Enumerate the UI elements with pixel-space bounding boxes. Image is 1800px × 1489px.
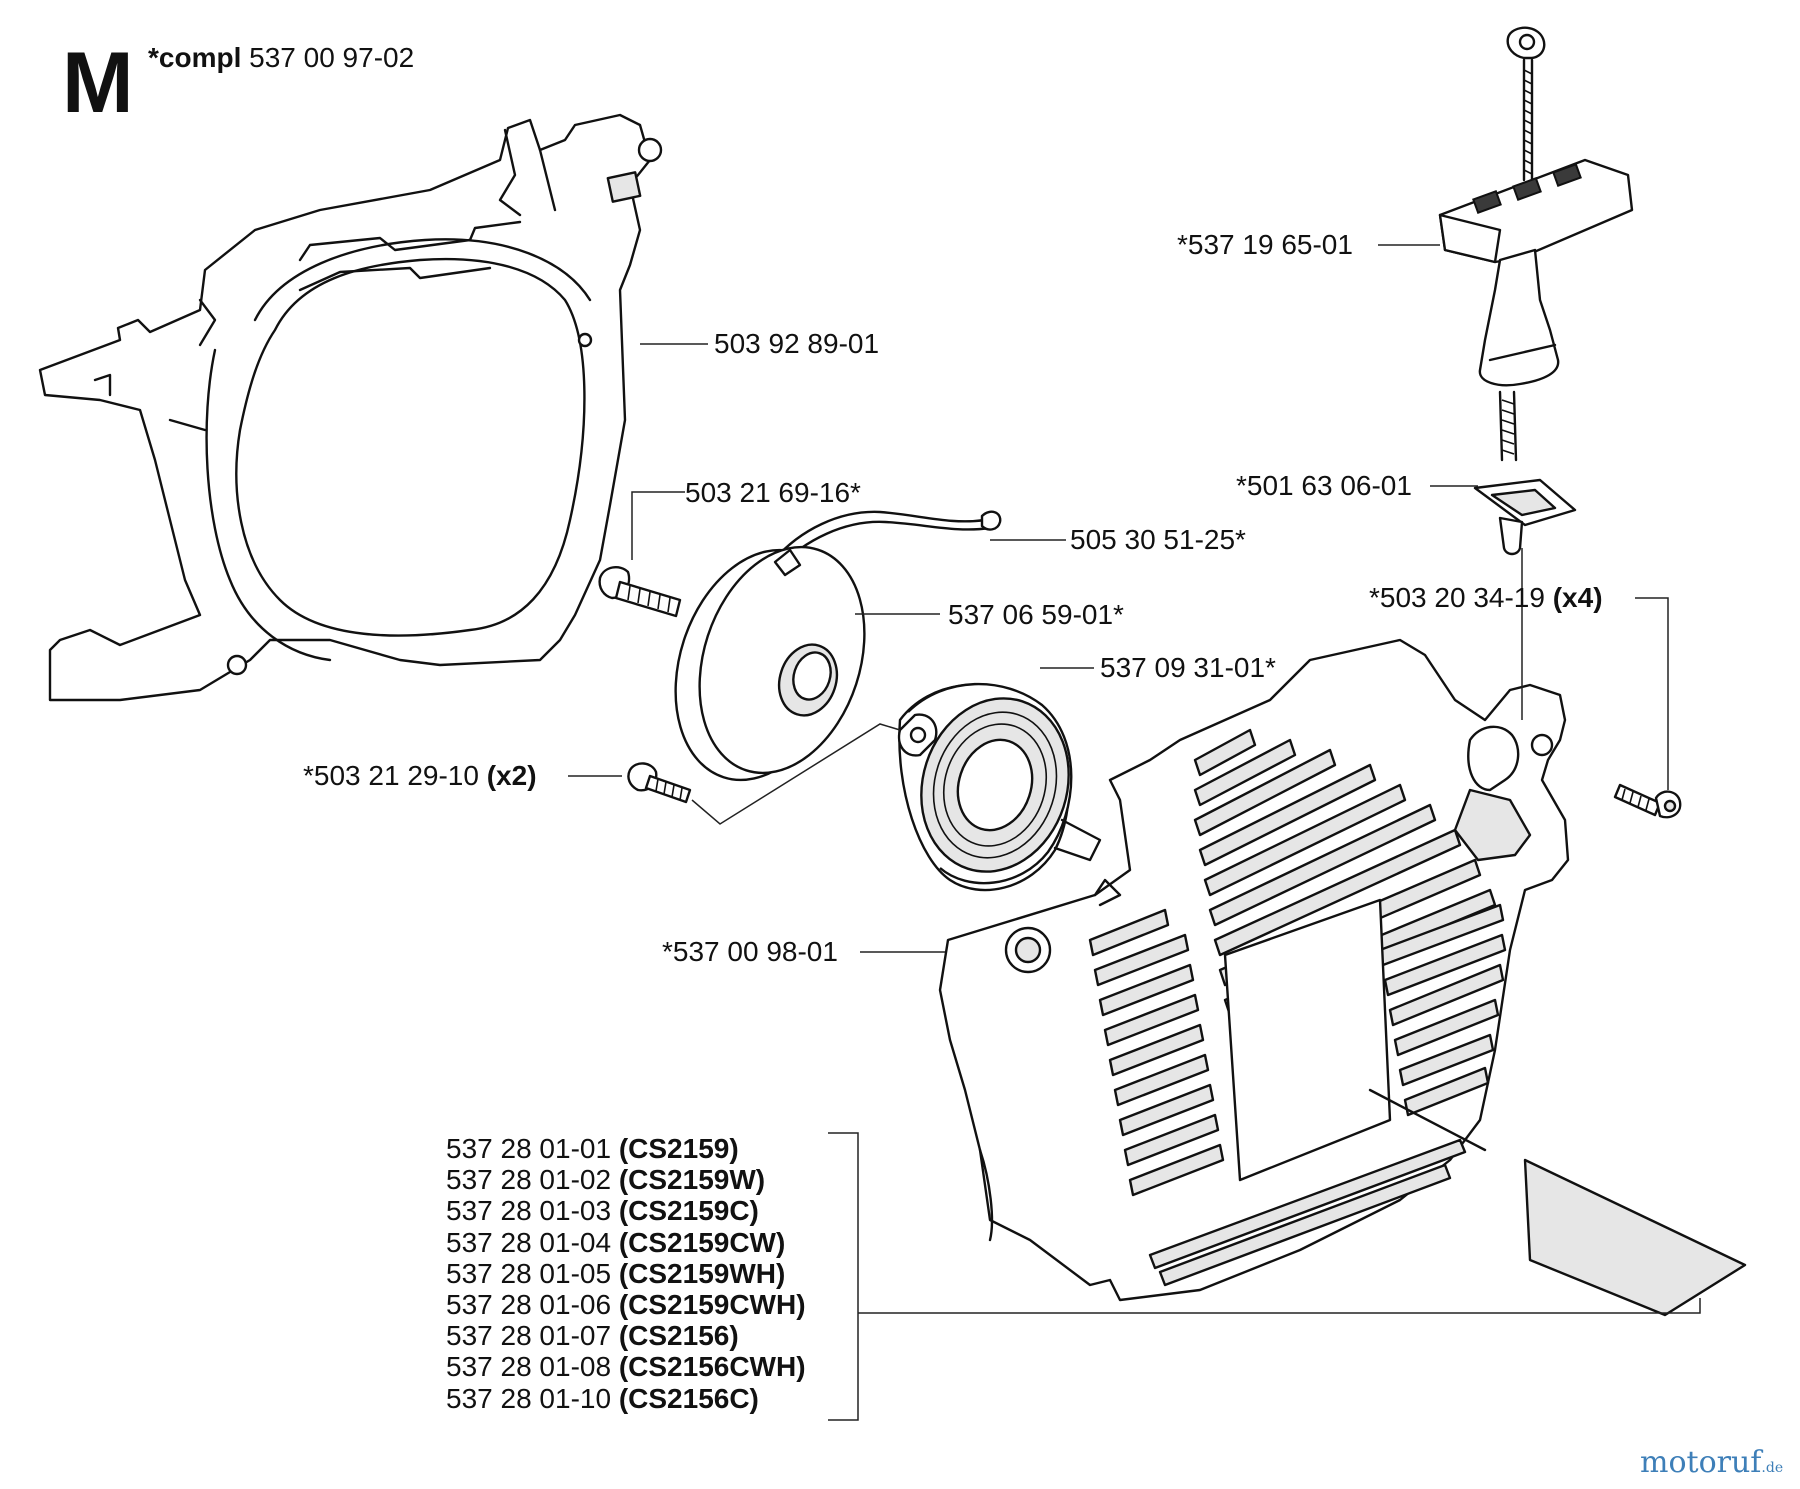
variant-model: (CS2159CW) [618, 1226, 786, 1258]
variant-row: 537 28 01-03 (CS2159C) [446, 1195, 806, 1226]
watermark-text: motoruf [1640, 1445, 1762, 1480]
recoil-spring-part [897, 682, 1102, 892]
variants-list: 537 28 01-01 (CS2159) 537 28 01-02 (CS21… [446, 1133, 806, 1414]
rope-pulley-part [674, 545, 866, 782]
leader-line [858, 1298, 1701, 1314]
watermark-logo: motoruf.de [1640, 1446, 1783, 1485]
cover-screw-part [1613, 783, 1682, 819]
rope-guide-part [1473, 478, 1577, 556]
part-label: *537 00 98-01 [662, 936, 838, 968]
variants-bracket [828, 1132, 859, 1421]
variant-row: 537 28 01-10 (CS2156C) [446, 1383, 806, 1414]
part-number: *537 19 65-01 [1177, 229, 1353, 260]
variant-row: 537 28 01-06 (CS2159CWH) [446, 1289, 806, 1320]
part-label: 505 30 51-25* [1070, 524, 1246, 556]
leader-line [691, 723, 901, 825]
variant-number: 537 28 01-08 [446, 1351, 612, 1383]
watermark-tld: .de [1761, 1460, 1784, 1476]
variant-row: 537 28 01-01 (CS2159) [446, 1133, 806, 1164]
part-label: *503 20 34-19 (x4) [1369, 582, 1603, 614]
part-number: 505 30 51-25* [1070, 524, 1246, 555]
section-letter: M [62, 35, 134, 131]
part-number: 503 92 89-01 [714, 328, 880, 359]
variant-row: 537 28 01-08 (CS2156CWH) [446, 1351, 806, 1382]
part-label: 503 21 69-16* [685, 477, 861, 509]
variant-number: 537 28 01-07 [446, 1320, 612, 1352]
assembly-label: *compl 537 00 97-02 [148, 42, 414, 74]
variant-number: 537 28 01-02 [446, 1164, 612, 1196]
assembly-number: 537 00 97-02 [249, 42, 415, 73]
part-label: *537 19 65-01 [1177, 229, 1353, 261]
variant-number: 537 28 01-03 [446, 1195, 612, 1227]
variant-number: 537 28 01-04 [446, 1226, 612, 1258]
part-label: 503 92 89-01 [714, 328, 879, 360]
variant-model: (CS2159C) [618, 1195, 759, 1227]
part-label: *501 63 06-01 [1236, 470, 1412, 502]
variant-number: 537 28 01-06 [446, 1289, 612, 1321]
starter-cover-part [938, 638, 1570, 1302]
variant-row: 537 28 01-02 (CS2159W) [446, 1164, 806, 1195]
part-label: 537 06 59-01* [948, 599, 1124, 631]
part-quantity: (x2) [486, 760, 537, 791]
pulley-screw-part [627, 762, 692, 804]
variant-model: (CS2156CWH) [618, 1351, 806, 1383]
decal-part [1523, 1158, 1747, 1317]
leader-line [1635, 597, 1669, 790]
part-label: 537 09 31-01* [1100, 652, 1276, 684]
part-number: *501 63 06-01 [1236, 470, 1412, 501]
variant-row: 537 28 01-05 (CS2159WH) [446, 1258, 806, 1289]
part-number: *503 20 34-19 [1369, 582, 1545, 613]
variant-model: (CS2159CWH) [618, 1289, 806, 1321]
part-number: *537 00 98-01 [662, 936, 838, 967]
housing-part [38, 113, 663, 702]
starter-handle-part [1438, 26, 1634, 462]
variant-number: 537 28 01-01 [446, 1133, 612, 1164]
center-screw-part [598, 566, 682, 618]
assembly-prefix: *compl [148, 42, 242, 73]
part-label: *503 21 29-10 (x2) [303, 760, 537, 792]
variant-model: (CS2159WH) [618, 1257, 786, 1289]
part-number: *503 21 29-10 [303, 760, 479, 791]
leader-line [631, 491, 685, 560]
variant-number: 537 28 01-05 [446, 1257, 612, 1289]
starter-rope-part [772, 510, 1002, 570]
variant-model: (CS2156) [618, 1320, 739, 1352]
variant-row: 537 28 01-04 (CS2159CW) [446, 1227, 806, 1258]
part-quantity: (x4) [1552, 582, 1603, 613]
variant-model: (CS2156C) [618, 1382, 759, 1414]
variant-row: 537 28 01-07 (CS2156) [446, 1320, 806, 1351]
part-number: 537 06 59-01* [948, 599, 1124, 630]
variant-model: (CS2159) [618, 1133, 739, 1164]
variant-number: 537 28 01-10 [446, 1382, 612, 1414]
variant-model: (CS2159W) [618, 1164, 766, 1196]
part-number: 503 21 69-16* [685, 477, 861, 508]
part-number: 537 09 31-01* [1100, 652, 1276, 683]
